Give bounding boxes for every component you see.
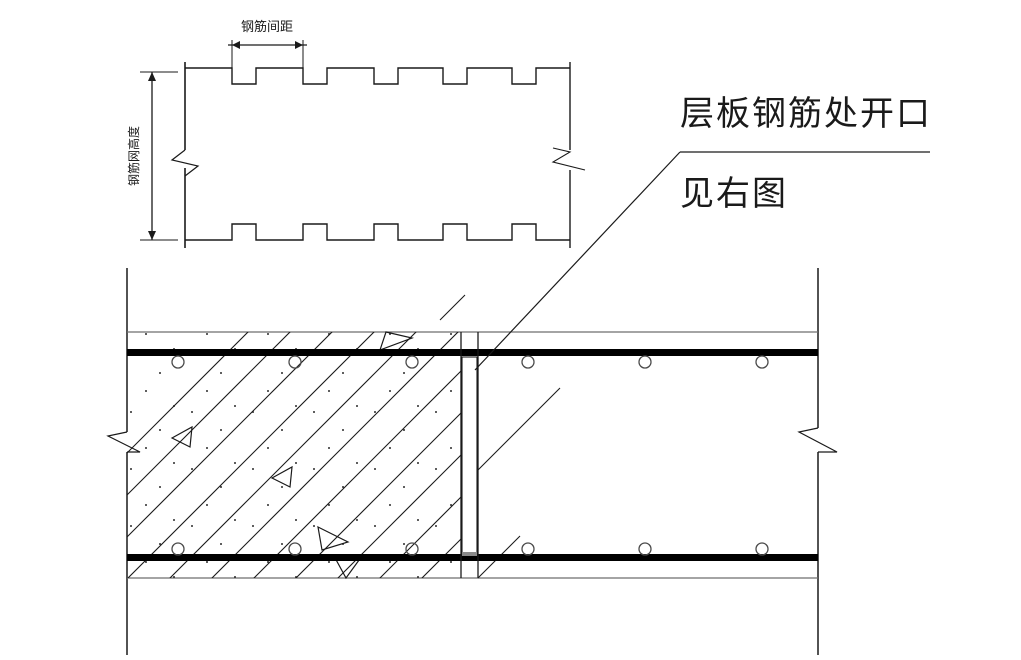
- dimension-arrow-top: [148, 72, 156, 81]
- plan-left-break-symbol: [170, 149, 200, 177]
- section-view-group: [106, 268, 838, 655]
- bottom-rebar-circles: [171, 542, 769, 556]
- plan-bottom-castellated-profile: [185, 223, 570, 241]
- annotation-text-line-1: 层板钢筋处开口: [680, 94, 932, 134]
- top-rebar-bar: [127, 349, 818, 356]
- rebar-spacing-label: 钢筋间距: [241, 19, 293, 35]
- annotation-leader-line: [474, 151, 681, 371]
- dimension-arrow-left: [232, 41, 240, 49]
- annotation-text-line-2: 见右图: [680, 174, 788, 214]
- plan-detail-group: 钢筋间距 钢筋网高度: [126, 19, 586, 248]
- joint-inner-void: [462, 357, 477, 554]
- dimension-arrow-right: [295, 41, 303, 49]
- joint-bottom-cap: [462, 552, 477, 556]
- concrete-dot-fill: [127, 332, 461, 578]
- plan-right-break-symbol: [551, 147, 586, 171]
- section-right-break-symbol: [797, 427, 838, 453]
- top-rebar-circles: [171, 355, 769, 369]
- dimension-arrow-bottom: [148, 231, 156, 240]
- hatch-lines: [127, 332, 461, 578]
- bottom-rebar-bar: [127, 554, 818, 561]
- hatch-arrow-markers: [170, 331, 415, 580]
- mesh-height-label: 钢筋网高度: [126, 126, 141, 186]
- concrete-hatch-region: [127, 332, 461, 578]
- panel-joint-gap: [460, 332, 479, 578]
- annotation-group: 层板钢筋处开口 见右图: [474, 94, 932, 371]
- plan-top-castellated-profile: [185, 67, 570, 85]
